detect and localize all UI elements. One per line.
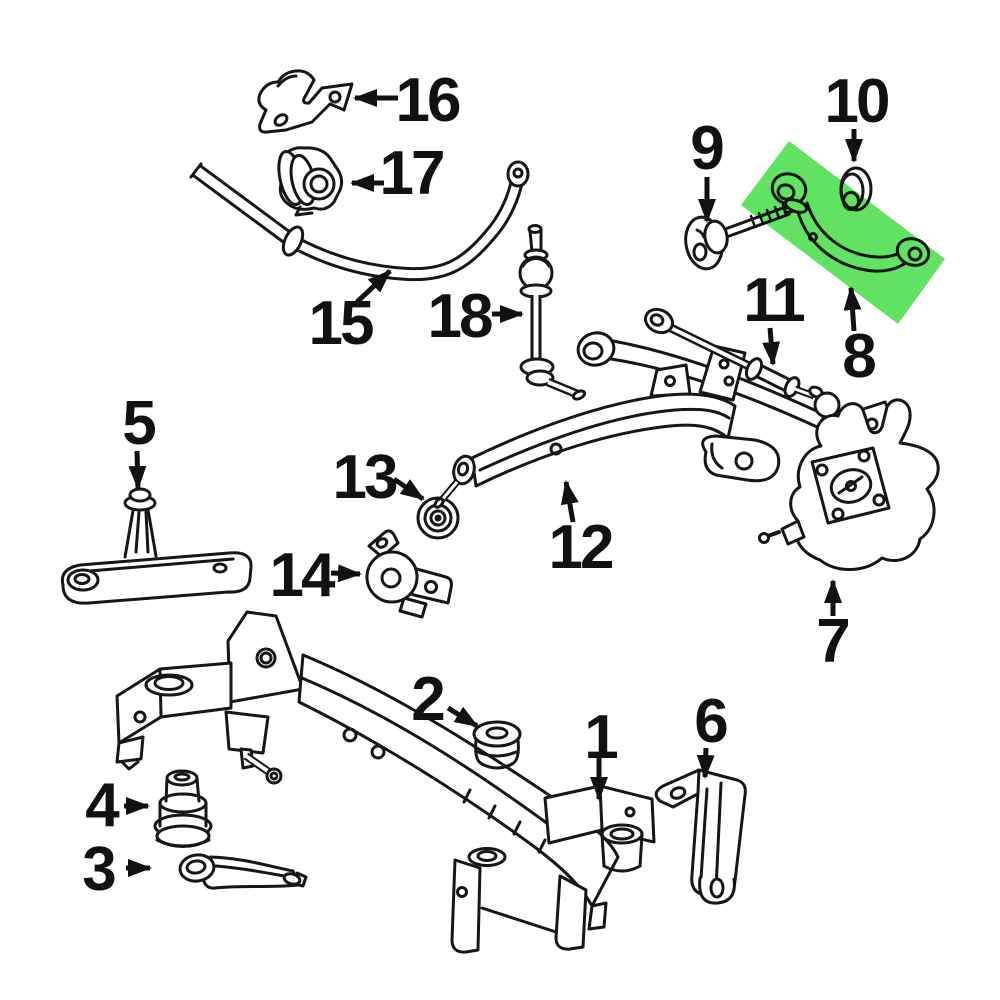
callout-layer: 16 17 15 18 9 10 8 11 (82, 66, 891, 904)
callout-11-label: 11 (743, 266, 804, 335)
callout-6: 6 (694, 687, 730, 779)
callout-4-label: 4 (85, 771, 120, 840)
callout-16-label: 16 (396, 66, 460, 135)
callout-14-label: 14 (270, 541, 336, 610)
callout-3: 3 (82, 835, 152, 904)
callout-5: 5 (122, 389, 158, 490)
part-12-trailing-arm (433, 331, 900, 509)
callout-5-label: 5 (122, 389, 155, 458)
callout-1-label: 1 (584, 703, 617, 772)
part-13-washer (416, 496, 460, 540)
callout-2: 2 (411, 665, 479, 734)
callout-12-label: 12 (549, 513, 612, 582)
callout-17-label: 17 (380, 139, 443, 208)
callout-9-label: 9 (690, 114, 723, 183)
part-8-highlight-overlay (741, 141, 945, 324)
callout-15-arrow (355, 269, 392, 304)
callout-10: 10 (825, 67, 891, 163)
callout-12-arrow (560, 480, 579, 523)
callout-4: 4 (85, 771, 150, 840)
part-15-stabilizer-bar (189, 160, 530, 282)
callout-8-arrow (843, 286, 862, 332)
callout-17: 17 (350, 139, 446, 208)
callout-13: 13 (333, 443, 425, 512)
callout-18-label: 18 (428, 282, 492, 351)
part-18-stabilizer-link (518, 224, 587, 401)
callout-9: 9 (690, 114, 726, 223)
part-5-mount (60, 487, 253, 605)
callout-14: 14 (270, 541, 362, 610)
part-3-link-arm (178, 853, 308, 890)
callout-7: 7 (816, 579, 851, 676)
part-2-grommet (472, 720, 522, 770)
part-16-bracket (257, 69, 354, 134)
callout-15-label: 15 (309, 289, 373, 358)
callout-6-arrow (696, 747, 715, 779)
part-11-toe-link (643, 307, 841, 424)
callout-3-label: 3 (82, 835, 115, 904)
callout-13-arrow (392, 476, 425, 502)
callout-6-label: 6 (694, 687, 727, 756)
callout-15: 15 (309, 269, 392, 358)
callout-7-label: 7 (816, 607, 848, 676)
callout-18: 18 (428, 282, 524, 351)
callout-8-label: 8 (842, 322, 875, 391)
callout-13-label: 13 (333, 443, 397, 512)
callout-2-label: 2 (411, 665, 443, 734)
callout-2-arrow (446, 705, 479, 729)
callout-5-arrow (128, 450, 147, 490)
callout-12: 12 (549, 480, 615, 582)
part-1-crossmember (115, 610, 656, 954)
callout-16: 16 (353, 66, 463, 135)
part-14-bracket-mount (365, 529, 453, 619)
callout-8: 8 (842, 286, 878, 391)
callout-11-arrow (762, 327, 781, 366)
callout-1: 1 (584, 703, 620, 801)
callout-11: 11 (743, 266, 807, 366)
part-4-bushing (153, 769, 213, 848)
callout-14-arrow (330, 564, 362, 583)
part-17-bushing (277, 146, 344, 217)
part-7-knuckle (758, 398, 940, 571)
callout-10-label: 10 (825, 67, 888, 136)
part-6-bracket (654, 768, 747, 905)
